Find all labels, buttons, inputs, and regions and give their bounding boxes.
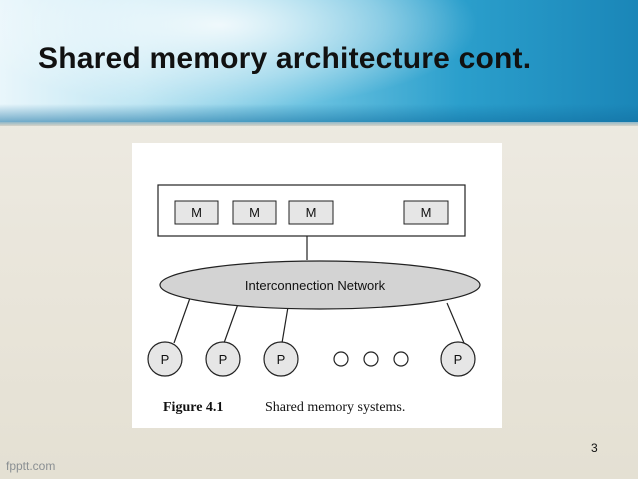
memory-module: M	[288, 200, 334, 225]
slide-number: 3	[591, 441, 598, 455]
processor-node: P	[440, 341, 476, 377]
network-label: Interconnection Network	[245, 278, 386, 293]
ellipsis-dot	[333, 351, 349, 367]
interconnection-network	[159, 260, 481, 310]
banner-divider	[0, 122, 638, 126]
memory-module-label: M	[191, 205, 202, 220]
memory-module-label: M	[306, 205, 317, 220]
memory-module: M	[174, 200, 219, 225]
figure-caption-text: Shared memory systems.	[265, 400, 405, 415]
title-banner	[0, 0, 638, 122]
memory-module-label: M	[421, 205, 432, 220]
processor-network-link	[281, 306, 289, 344]
processor-node: P	[147, 341, 183, 377]
processor-network-link	[223, 303, 239, 344]
processor-label: P	[161, 352, 170, 367]
slide-title: Shared memory architecture cont.	[38, 42, 532, 75]
processor-network-link	[173, 297, 191, 344]
processor-label: P	[277, 352, 286, 367]
processor-label: P	[454, 352, 463, 367]
processor-network-link	[446, 302, 465, 344]
processor-node: P	[263, 341, 299, 377]
ellipsis-dot	[393, 351, 409, 367]
watermark: fpptt.com	[6, 459, 56, 473]
shared-memory-figure: M M M M Interconnection Network P	[132, 143, 502, 428]
ellipsis-dot	[363, 351, 379, 367]
figure-caption-number: Figure 4.1	[163, 400, 223, 415]
memory-module-label: M	[249, 205, 260, 220]
figure-diagram: M M M M Interconnection Network P	[147, 184, 481, 415]
processor-label: P	[219, 352, 228, 367]
memory-module: M	[403, 200, 449, 225]
memory-module: M	[232, 200, 277, 225]
processor-node: P	[205, 341, 241, 377]
